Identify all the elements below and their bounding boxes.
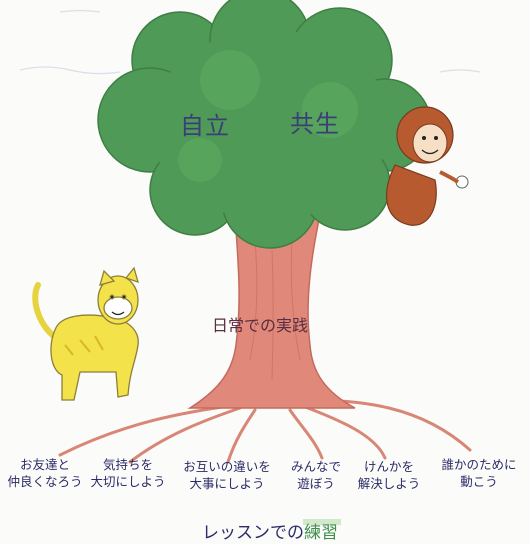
foliage-shading bbox=[178, 50, 358, 182]
root-label-value-feelings: 気持ちを 大切にしよう bbox=[90, 457, 166, 489]
tiger-illustration bbox=[32, 266, 139, 401]
root-label-help-others: 誰かのために 動こう bbox=[441, 457, 517, 489]
footer-caption: レッスンでの練習 bbox=[170, 508, 370, 542]
tree-foliage bbox=[97, 0, 432, 249]
root-label-resolve-fights: けんかを 解決しよう bbox=[357, 459, 421, 491]
footer-highlight-bg bbox=[303, 519, 341, 525]
trunk-label: 日常での実践 bbox=[211, 316, 308, 335]
root-label-play-together: みんなで 遊ぼう bbox=[290, 459, 341, 491]
footer-highlight: 練習 bbox=[304, 523, 338, 543]
monkey-illustration bbox=[386, 106, 469, 226]
crown-word-independence: 自立 bbox=[180, 112, 230, 140]
trunk-texture bbox=[249, 239, 301, 381]
background-scribbles bbox=[19, 9, 481, 75]
footer-prefix: レッスンでの bbox=[202, 523, 304, 543]
tree-roots bbox=[58, 398, 472, 464]
root-label-respect-differences: お互いの違いを 大事にしよう bbox=[183, 459, 271, 491]
root-label-make-friends: お友達と 仲良くなろう bbox=[7, 457, 83, 489]
crown-word-coexistence: 共生 bbox=[290, 110, 340, 138]
